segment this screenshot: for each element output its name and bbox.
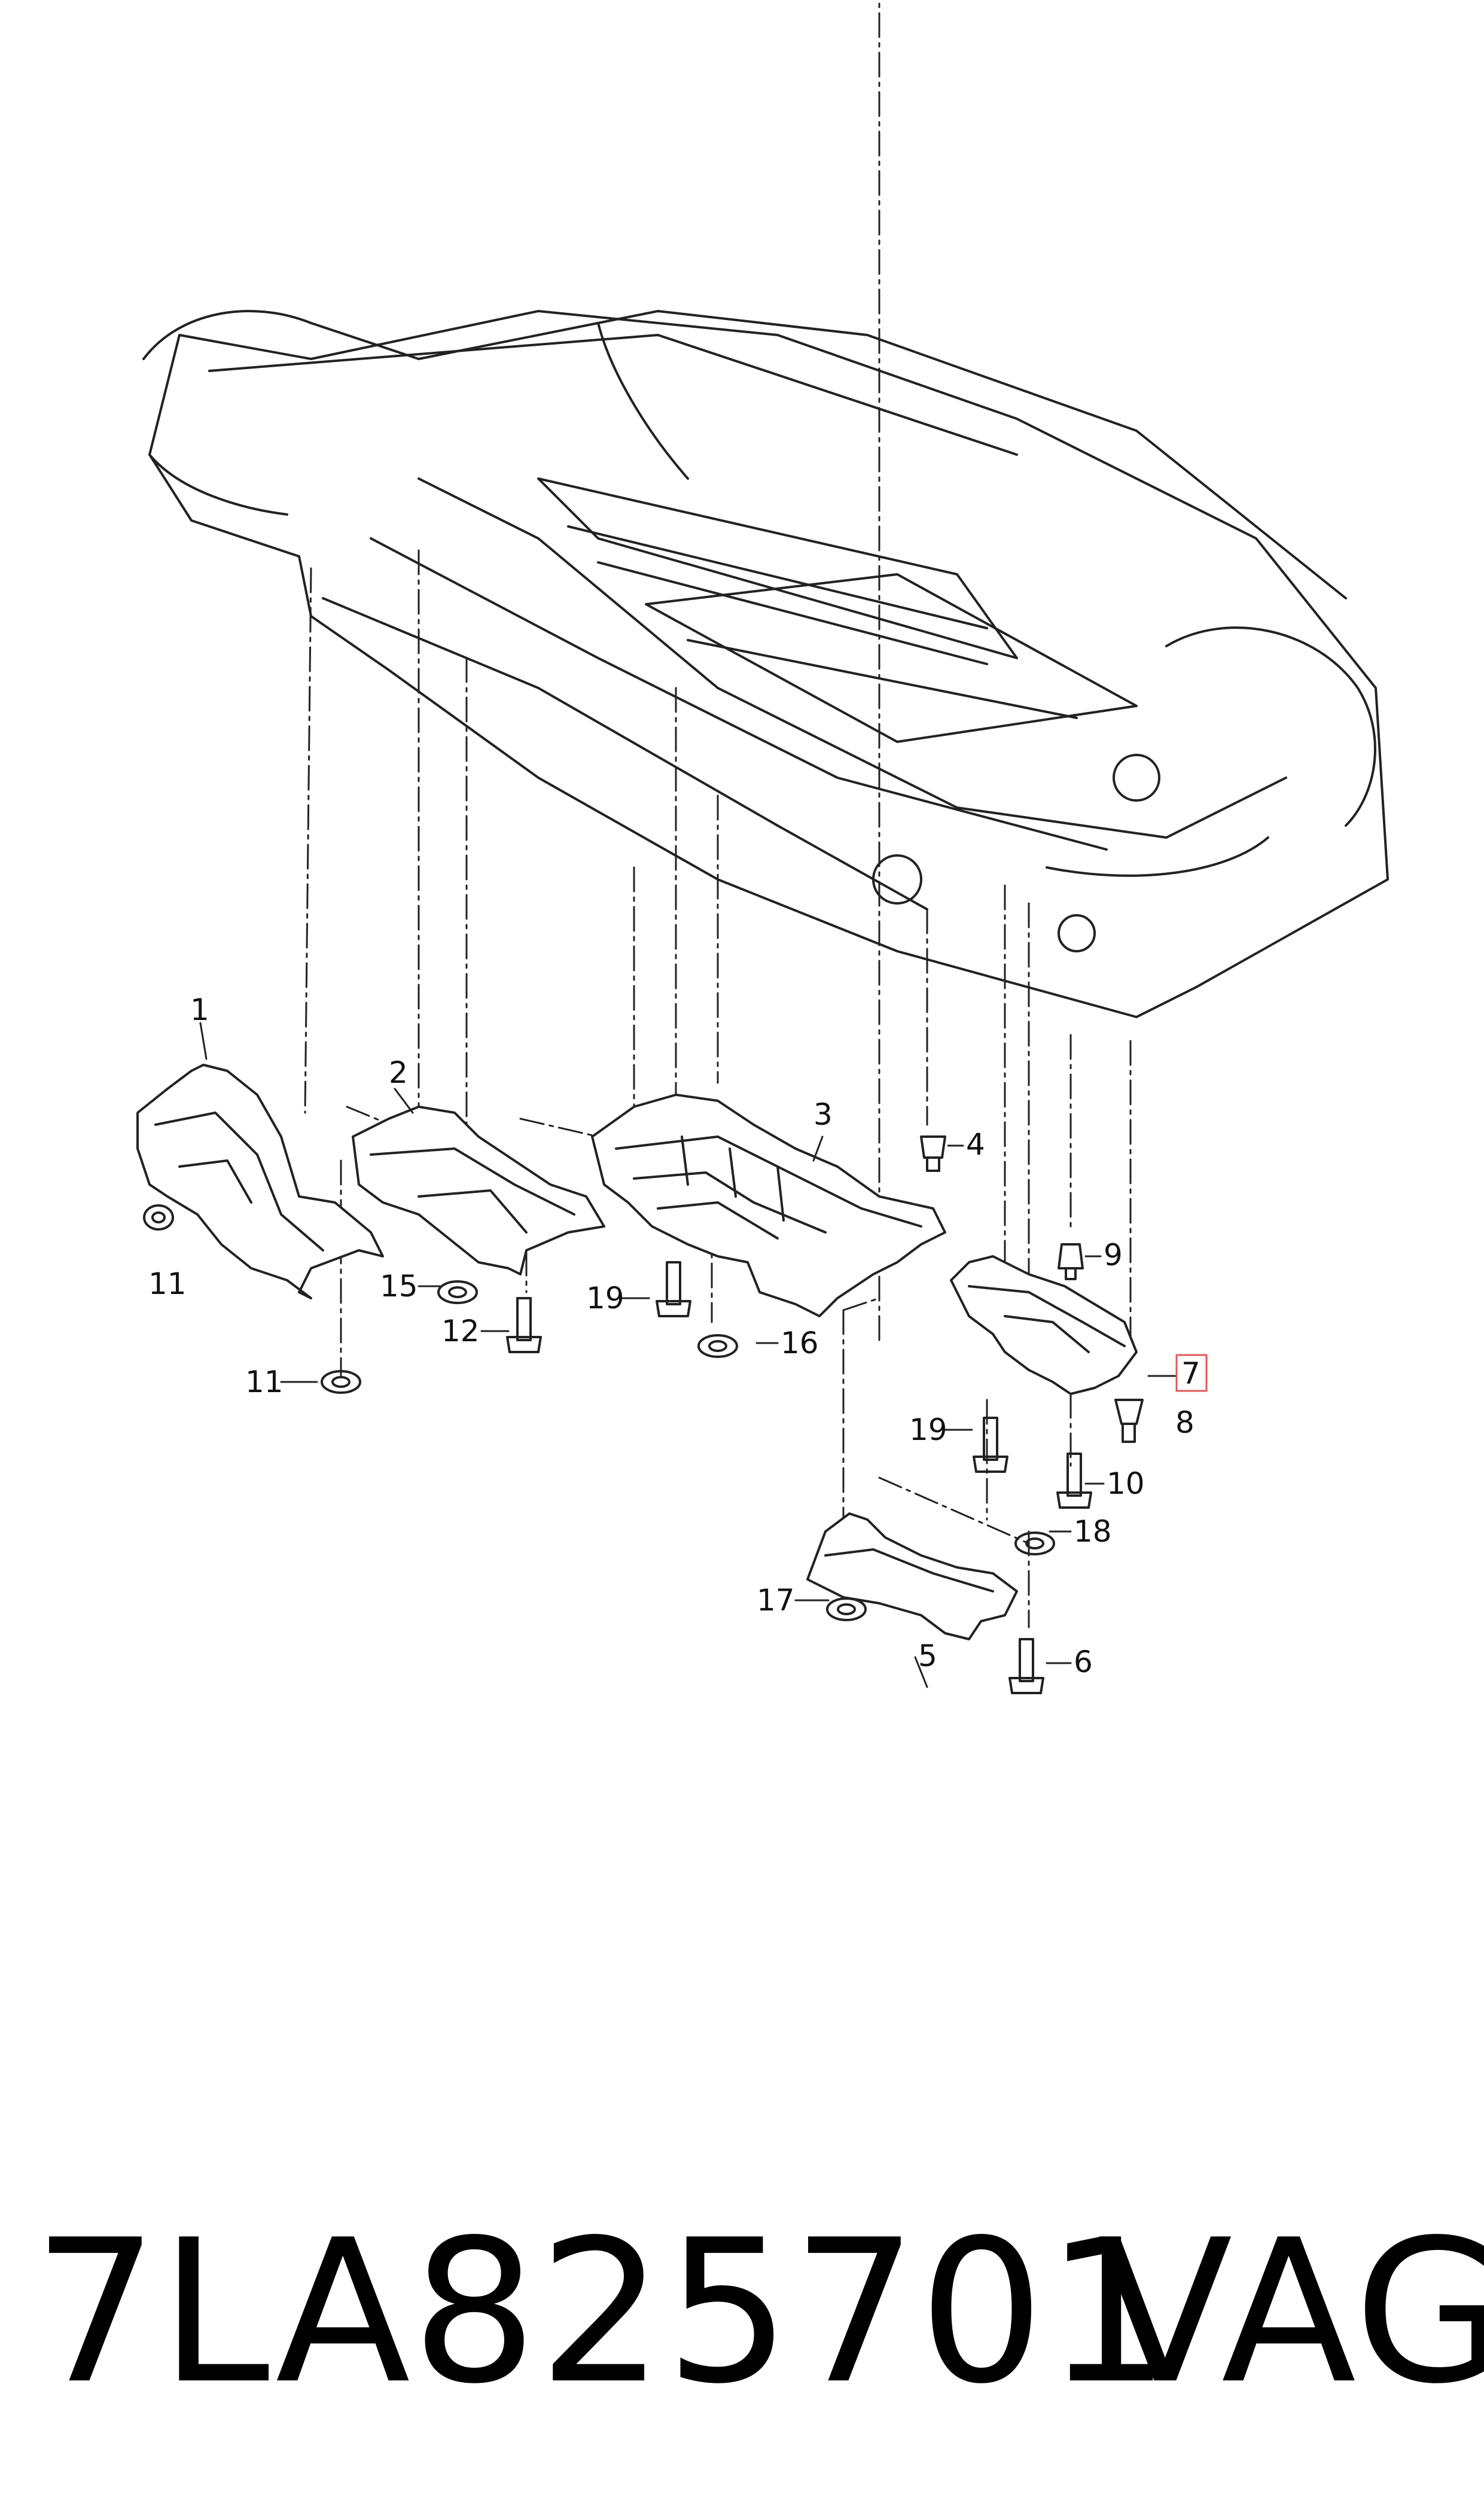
callout-11-upper: 11 [148,1266,187,1301]
clip-8 [1114,1399,1144,1443]
callout-10: 10 [1107,1466,1145,1501]
bolt-19-right [973,1417,1008,1473]
nut-11-upper [143,1204,174,1231]
nut-11-lower [321,1370,361,1394]
fasteners [143,1135,1144,1694]
nut-16 [697,1334,738,1358]
highlight-box-7 [1175,1354,1208,1392]
vehicle-underbody [142,310,1389,1018]
part-7-shield [950,1255,1138,1395]
bolt-10 [1056,1453,1092,1509]
part-number-caption: 7LA825701 [33,2197,1172,2427]
callout-19-right: 19 [909,1412,947,1447]
bolt-19-left [656,1261,691,1317]
callout-ticks [199,1022,1177,1688]
clip-9 [1058,1243,1084,1280]
nut-17 [826,1597,867,1621]
callout-4: 4 [966,1127,985,1162]
part-1-shield [136,1064,384,1299]
brand-caption: VAG [1098,2197,1484,2427]
callout-18: 18 [1074,1514,1112,1549]
bolt-6 [1008,1638,1044,1694]
callout-5: 5 [918,1639,937,1673]
callout-16: 16 [781,1326,819,1360]
nut-15 [437,1280,478,1304]
callout-12: 12 [441,1314,480,1348]
callout-9: 9 [1104,1238,1123,1272]
part-5-shield [806,1512,1018,1640]
callout-17: 17 [757,1583,795,1618]
callout-labels: 1 2 3 4 5 6 7 8 9 10 11 11 12 15 16 17 1… [148,992,1200,1679]
callout-1: 1 [190,992,209,1027]
callout-7: 7 [1181,1356,1200,1391]
callout-2: 2 [389,1055,408,1090]
callout-15: 15 [380,1269,418,1304]
callout-8: 8 [1175,1405,1194,1440]
clip-4 [920,1135,946,1172]
callout-3: 3 [813,1097,833,1132]
bolt-12 [506,1297,542,1353]
callout-19-left: 19 [586,1281,624,1316]
nut-18 [1014,1531,1055,1555]
callout-11-lower: 11 [245,1365,284,1399]
part-3-shield [591,1094,946,1317]
callout-6: 6 [1074,1645,1093,1679]
